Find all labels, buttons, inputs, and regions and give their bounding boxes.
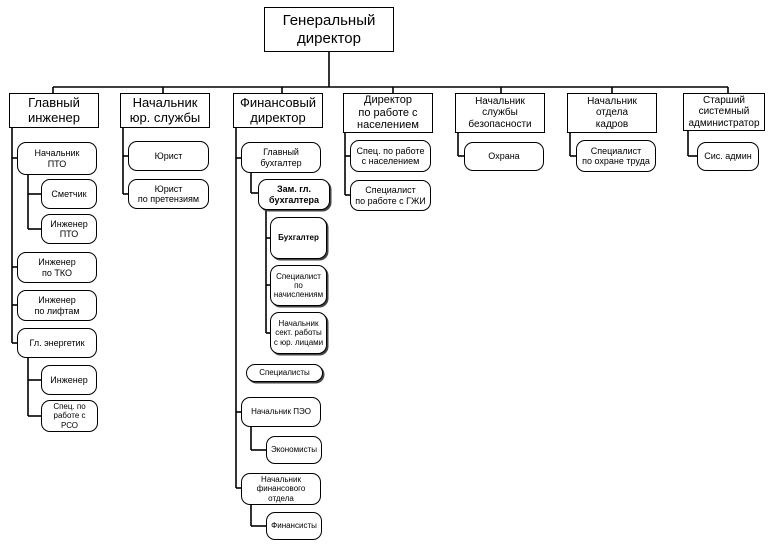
head-legal-entities-label: Начальник сект. работы с юр. лицами: [273, 319, 324, 347]
spec-accruals-box: Специалист по начислениям: [270, 265, 327, 306]
spec-labor-protection-label: Специалист по охране труда: [582, 145, 650, 166]
specialists-box: Специалисты: [246, 364, 323, 382]
chief-accountant-box: Главный бухгалтер: [241, 142, 321, 173]
financiers-box: Финансисты: [266, 512, 322, 540]
financiers-label: Финансисты: [271, 521, 317, 531]
spec-residents-box: Спец. по работе с населением: [350, 140, 431, 172]
economists-label: Экономисты: [270, 445, 318, 455]
estimator-box: Сметчик: [41, 179, 97, 209]
head-hr-box: Начальник отдела кадров: [567, 93, 657, 133]
chief-power-engineer-label: Гл. энергетик: [29, 337, 85, 348]
accountant-label: Бухгалтер: [278, 233, 319, 243]
director-residents-box: Директор по работе с населением: [343, 93, 433, 133]
economists-box: Экономисты: [266, 436, 322, 464]
estimator-label: Сметчик: [51, 188, 87, 199]
guard-label: Охрана: [488, 151, 520, 162]
spec-rso-label: Спец. по работе с РСО: [53, 402, 86, 430]
engineer-box: Инженер: [41, 365, 97, 395]
head-legal-box: Начальник юр. службы: [120, 93, 210, 128]
specialists-label: Специалисты: [259, 368, 310, 378]
head-security-label: Начальник службы безопасности: [468, 95, 532, 130]
spec-rso-box: Спец. по работе с РСО: [41, 400, 98, 432]
engineer-lifts-label: Инженер по лифтам: [34, 295, 80, 316]
head-legal-entities-box: Начальник сект. работы с юр. лицами: [270, 312, 327, 354]
deputy-chief-accountant-label: Зам. гл. бухгалтера: [269, 184, 319, 205]
lawyer-claims-label: Юрист по претензиям: [137, 183, 200, 204]
deputy-chief-accountant-box: Зам. гл. бухгалтера: [258, 179, 330, 210]
spec-gzhi-label: Специалист по работе с ГЖИ: [355, 185, 426, 206]
head-fin-dept-label: Начальник финансового отдела: [256, 475, 306, 503]
lawyer-claims-box: Юрист по претензиям: [128, 179, 209, 209]
senior-sysadmin-label: Старший системный администратор: [688, 94, 760, 129]
guard-box: Охрана: [464, 142, 544, 171]
spec-residents-label: Спец. по работе с населением: [356, 145, 425, 166]
engineer-tko-box: Инженер по ТКО: [17, 252, 97, 283]
sysadmin-box: Сис. админ: [697, 142, 759, 171]
head-pto-box: Начальник ПТО: [17, 142, 97, 175]
head-peo-box: Начальник ПЭО: [241, 397, 321, 427]
accountant-box: Бухгалтер: [270, 217, 327, 259]
spec-labor-protection-box: Специалист по охране труда: [576, 140, 656, 172]
lawyer-label: Юрист: [154, 150, 183, 161]
chief-engineer-box: Главный инженер: [9, 93, 99, 128]
engineer-pto-label: Инженер ПТО: [50, 218, 88, 239]
chief-accountant-label: Главный бухгалтер: [260, 147, 302, 168]
engineer-tko-label: Инженер по ТКО: [38, 257, 76, 278]
chief-power-engineer-box: Гл. энергетик: [17, 328, 97, 358]
engineer-label: Инженер: [50, 374, 88, 385]
head-legal-label: Начальник юр. службы: [129, 94, 201, 125]
sysadmin-label: Сис. админ: [704, 151, 752, 162]
senior-sysadmin-box: Старший системный администратор: [683, 93, 765, 131]
lawyer-box: Юрист: [128, 141, 209, 171]
spec-accruals-label: Специалист по начислениям: [273, 271, 324, 300]
engineer-pto-box: Инженер ПТО: [41, 214, 97, 244]
financial-director-box: Финансовый директор: [233, 93, 323, 128]
general-director-label: Генеральный директор: [282, 12, 376, 47]
head-peo-label: Начальник ПЭО: [251, 407, 311, 417]
chief-engineer-label: Главный инженер: [27, 94, 80, 125]
general-director-box: Генеральный директор: [264, 7, 394, 52]
head-security-box: Начальник службы безопасности: [455, 93, 545, 133]
engineer-lifts-box: Инженер по лифтам: [17, 290, 97, 321]
head-hr-label: Начальник отдела кадров: [587, 95, 637, 130]
spec-gzhi-box: Специалист по работе с ГЖИ: [350, 180, 431, 211]
head-fin-dept-box: Начальник финансового отдела: [241, 473, 321, 505]
director-residents-label: Директор по работе с населением: [357, 94, 419, 132]
financial-director-label: Финансовый директор: [239, 94, 317, 125]
head-pto-label: Начальник ПТО: [34, 148, 80, 169]
